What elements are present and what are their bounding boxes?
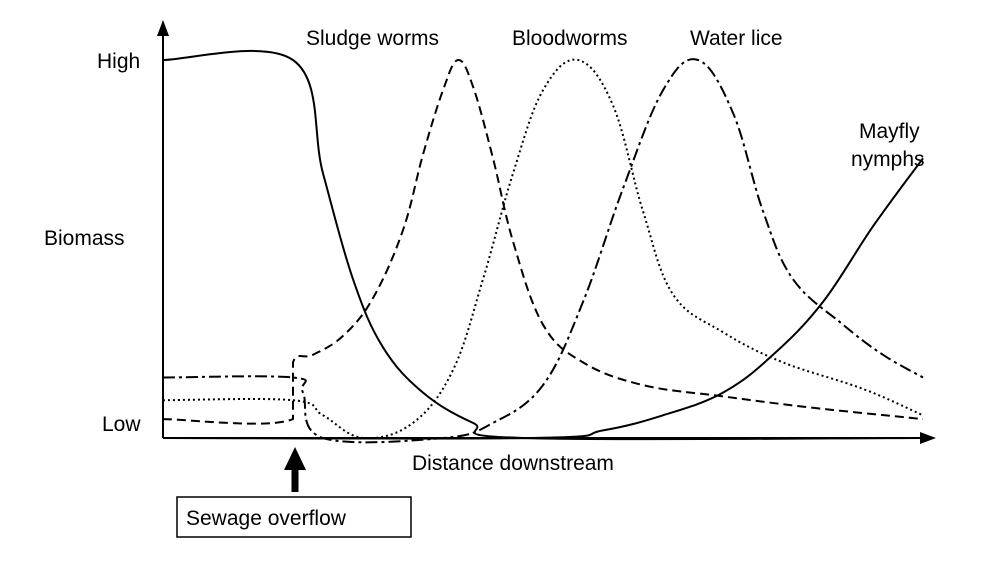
series-label-bloodworms: Bloodworms <box>512 27 628 50</box>
mayfly-nymphs-curve <box>162 157 924 440</box>
y-axis-arrowhead <box>157 20 169 36</box>
bloodworms-curve <box>162 58 924 440</box>
y-axis-label: Biomass <box>44 227 125 250</box>
curves-group <box>162 49 924 444</box>
sewage-overflow-box <box>176 496 412 538</box>
water-lice-curve <box>162 58 924 444</box>
sludge-worms-curve <box>162 59 924 425</box>
ytick-low: Low <box>102 413 141 436</box>
series-label-mayfly-line2: nymphs <box>851 148 925 171</box>
series-label-water-lice: Water lice <box>690 27 783 50</box>
sewage-arrow-head <box>284 447 306 470</box>
ytick-high: High <box>97 50 140 73</box>
sewage-overflow-label: Sewage overflow <box>186 507 347 530</box>
oxygen-curve <box>162 49 924 441</box>
series-label-sludge-worms: Sludge worms <box>306 27 439 50</box>
x-axis-label: Distance downstream <box>412 452 614 475</box>
x-axis-arrowhead <box>920 432 936 444</box>
series-label-mayfly-line1: Mayfly <box>859 120 920 143</box>
